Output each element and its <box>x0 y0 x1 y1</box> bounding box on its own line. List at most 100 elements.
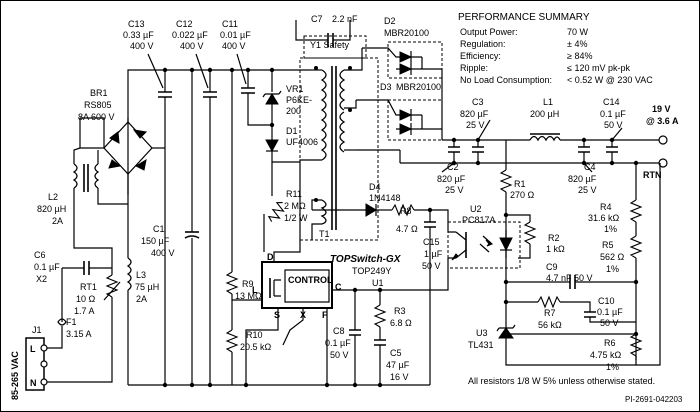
l1-inductor: L1 200 µH <box>529 97 561 142</box>
c14-value: 0.1 µF <box>600 109 626 119</box>
c3-ref: C3 <box>472 97 484 107</box>
r3-ref: R3 <box>394 306 406 316</box>
u3-part: TL431 <box>468 340 494 350</box>
r7-ref: R7 <box>544 308 556 318</box>
d2-part: MBR20100 <box>384 28 429 38</box>
perf-row-1-label: Regulation: <box>460 39 506 49</box>
d3-ref: D3 <box>380 82 392 92</box>
perf-row-3-value: ≤ 120 mV pk-pk <box>567 63 630 73</box>
c1-ref: C1 <box>153 224 165 234</box>
vr1-part-a: P6KE- <box>286 95 312 105</box>
c13-rating: 400 V <box>130 41 154 51</box>
f1-rating: 3.15 A <box>66 329 92 339</box>
c14-rating: 50 V <box>604 120 623 130</box>
d4-ref: D4 <box>369 182 381 192</box>
l3-ref: L3 <box>136 270 146 280</box>
c6-value: 0.1 µF <box>34 262 60 272</box>
r8-ref: R8 <box>400 206 412 216</box>
c5-value: 47 µF <box>386 360 410 370</box>
c14-ref: C14 <box>603 97 620 107</box>
r11-value: 2 MΩ <box>284 201 306 211</box>
u2-part: PC817A <box>462 215 496 225</box>
topswitch-label: TOPSwitch-GX <box>330 254 402 265</box>
j1-terminal-n: N <box>30 378 37 388</box>
c8-value: 0.1 µF <box>325 338 351 348</box>
r4-r5-divider: R4 31.6 kΩ 1% R5 562 Ω 1% <box>588 163 643 360</box>
c5-rating: 16 V <box>390 372 409 382</box>
j1-terminal-l: L <box>30 344 36 354</box>
r8-value: 4.7 Ω <box>396 224 418 234</box>
compensation-network: C9 4.7 nF 50 V R7 56 kΩ C10 0.1 µF 50 V <box>503 258 639 330</box>
transformer-t1: T1 <box>299 35 379 241</box>
r10-value: 20.5 kΩ <box>240 342 272 352</box>
pin-s: S <box>274 310 280 320</box>
rt1-ref: RT1 <box>80 282 97 292</box>
performance-summary: PERFORMANCE SUMMARY Output Power: 70 W R… <box>458 12 653 85</box>
l2-value: 820 µH <box>37 204 66 214</box>
vr1-d1-clamp: VR1 P6KE- 200 D1 UF4006 <box>262 70 318 163</box>
u2-ref: U2 <box>470 204 482 214</box>
resistor-footnote: All resistors 1/8 W 5% unless otherwise … <box>468 376 655 386</box>
u1-control-label: CONTROL <box>288 275 333 285</box>
r2-ref: R2 <box>548 233 560 243</box>
pin-c: C <box>335 282 342 292</box>
d2-ref: D2 <box>384 16 396 26</box>
r5-tol: 1% <box>606 264 619 274</box>
perf-row-1-value: ± 4% <box>567 39 587 49</box>
c13-capacitor: C13 0.33 µF 400 V <box>123 19 172 385</box>
rt1-value: 10 Ω <box>76 294 96 304</box>
c10-ref: C10 <box>598 296 615 306</box>
u3-tl431: U3 TL431 <box>468 302 639 360</box>
bias-supply: D4 1N4148 R8 4.7 Ω C15 1 µF 50 V <box>312 182 449 271</box>
r11-resistor: R11 2 MΩ 1/2 W <box>263 162 308 252</box>
c6-class: X2 <box>36 274 47 284</box>
l3-value: 75 µH <box>135 282 159 292</box>
r6-tol: 1% <box>606 362 619 372</box>
u3-ref: U3 <box>476 328 488 338</box>
perf-row-2-label: Efficiency: <box>460 51 501 61</box>
c3-value: 820 µF <box>460 109 489 119</box>
y1-label: Y1 Safety <box>310 40 350 50</box>
r3-c8-c5: R3 6.8 Ω C8 0.1 µF 50 V C5 47 µF 16 V <box>325 287 412 385</box>
c3-rating: 25 V <box>466 120 485 130</box>
r5-ref: R5 <box>602 240 614 250</box>
c1-bulk-cap: C1 150 µF 400 V <box>141 67 200 388</box>
primary-return <box>128 236 431 388</box>
c10-rating: 50 V <box>600 318 619 328</box>
l2-current: 2A <box>52 216 63 226</box>
c2-rating: 25 V <box>445 185 464 195</box>
l2-common-mode: L2 820 µH 2A <box>37 117 129 240</box>
perf-row-0-label: Output Power: <box>460 27 518 37</box>
r6-ref: R6 <box>604 338 616 348</box>
c15-value: 1 µF <box>424 249 443 259</box>
u2-optocoupler: U2 PC817A <box>447 204 521 269</box>
j1-connector: L N J1 85-265 VAC <box>10 325 48 400</box>
c6-x-capacitor: C6 0.1 µF X2 <box>34 250 112 284</box>
c11-rating: 400 V <box>222 41 246 51</box>
r2-value: 1 kΩ <box>546 244 565 254</box>
c5-ref: C5 <box>390 348 402 358</box>
d1-ref: D1 <box>286 126 298 136</box>
d4-part: 1N4148 <box>369 193 401 203</box>
c12-value: 0.022 µF <box>172 30 208 40</box>
j1-ref: J1 <box>32 325 42 335</box>
u1-package <box>261 261 333 309</box>
output-voltage: 19 V <box>652 104 671 114</box>
vr1-ref: VR1 <box>286 84 304 94</box>
neutral-line <box>44 310 113 383</box>
r6-resistor: R6 4.75 kΩ 1% <box>505 163 661 372</box>
c4-ref: C4 <box>584 162 596 172</box>
output-rtn: RTN <box>643 170 662 180</box>
c15-ref: C15 <box>423 237 440 247</box>
c7-value: 2.2 nF <box>332 14 358 24</box>
l1-value: 200 µH <box>530 109 559 119</box>
c9-ref: C9 <box>546 262 558 272</box>
vr1-part-b: 200 <box>286 106 301 116</box>
perf-row-2-value: ≥ 84% <box>567 51 592 61</box>
br1-bridge: BR1 RS805 8A 600 V <box>78 88 165 195</box>
pin-f: F <box>322 310 328 320</box>
performance-title: PERFORMANCE SUMMARY <box>458 12 590 23</box>
perf-row-4-label: No Load Consumption: <box>460 75 552 85</box>
d3-part: MBR20100 <box>396 82 441 92</box>
